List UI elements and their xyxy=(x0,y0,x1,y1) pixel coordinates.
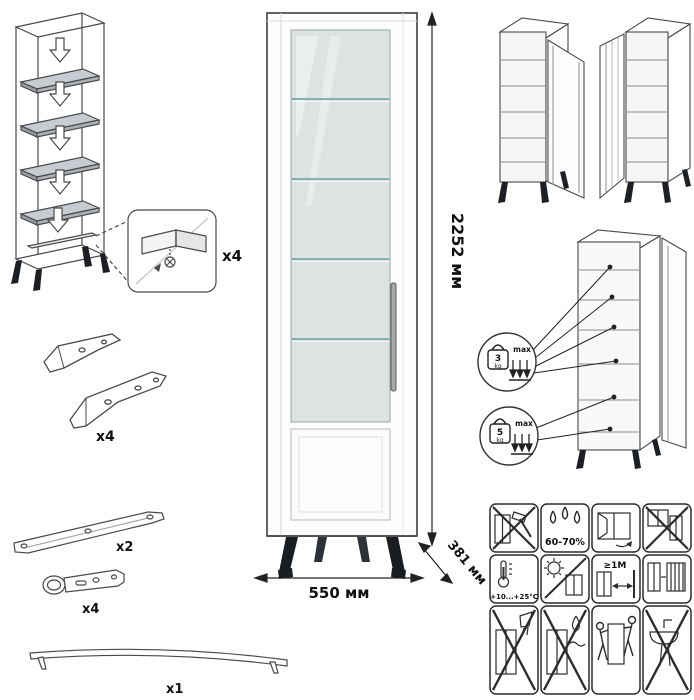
exploded-cabinet xyxy=(11,12,110,291)
cabinet-orientation-right xyxy=(498,17,585,203)
dimension-width: 550 мм xyxy=(253,573,425,602)
limit-5-value: 5 xyxy=(497,428,503,438)
shelf-2 xyxy=(19,112,101,138)
no-wet-cleaning-icon xyxy=(542,609,588,691)
handle-count: x1 xyxy=(166,682,183,697)
shelf-3 xyxy=(19,156,101,182)
handle-part xyxy=(29,648,288,674)
bottom-rail xyxy=(26,232,98,249)
weight-3kg-icon: 3 kg max xyxy=(477,332,537,392)
temperature-range-icon xyxy=(497,560,512,588)
bottom-door xyxy=(290,428,391,521)
pointer-lines xyxy=(532,266,617,441)
no-radiator-icon xyxy=(647,562,686,592)
down-arrow-icon xyxy=(46,37,72,233)
legs-part xyxy=(43,333,167,429)
height-label: 2252 мм xyxy=(448,213,467,289)
rail-count: x2 xyxy=(116,540,133,555)
cabinet-orientation-left xyxy=(599,17,692,203)
humidity-label: 60-70% xyxy=(545,537,585,548)
no-window-placement-icon xyxy=(645,506,689,550)
rail-part xyxy=(13,511,165,554)
load-limit-diagram xyxy=(532,229,687,469)
door-handle xyxy=(390,282,397,392)
no-washbasin-icon xyxy=(644,609,690,691)
min-distance-icon xyxy=(596,570,635,598)
care-icon-grid: 60-70% +10...+25°C xyxy=(489,503,692,695)
weight-5kg-icon: 5 kg max xyxy=(479,406,539,466)
hinge-count: x4 xyxy=(82,602,99,617)
limit-3-note: max xyxy=(513,345,531,354)
limit-3-unit: kg xyxy=(494,363,501,370)
distance-label: ≥1M xyxy=(604,561,627,571)
limit-5-unit: kg xyxy=(496,437,503,444)
shelf-bracket-detail xyxy=(95,209,217,293)
no-direct-sunlight-icon xyxy=(544,557,587,599)
hinge-part xyxy=(42,569,125,595)
temperature-label: +10...+25°C xyxy=(490,593,538,601)
leg-count: x4 xyxy=(96,429,115,445)
humidity-icon xyxy=(549,506,581,524)
ventilation-window-icon xyxy=(597,512,632,548)
no-hammer-icon xyxy=(492,506,536,550)
limit-3-value: 3 xyxy=(495,354,501,364)
cabinet-legs xyxy=(278,537,406,579)
shelf-1 xyxy=(19,68,101,94)
limit-5-note: max xyxy=(515,419,533,428)
main-cabinet xyxy=(266,12,418,579)
dimension-height: 2252 мм xyxy=(427,11,467,547)
width-label: 550 мм xyxy=(308,584,369,602)
glass-shelves xyxy=(292,98,389,340)
shelf-bracket-count: x4 xyxy=(222,247,242,265)
dimension-depth: 381 мм xyxy=(417,538,489,588)
glass-door xyxy=(290,29,391,423)
no-liquids-icon xyxy=(491,609,537,691)
two-person-carry-icon xyxy=(595,615,637,665)
